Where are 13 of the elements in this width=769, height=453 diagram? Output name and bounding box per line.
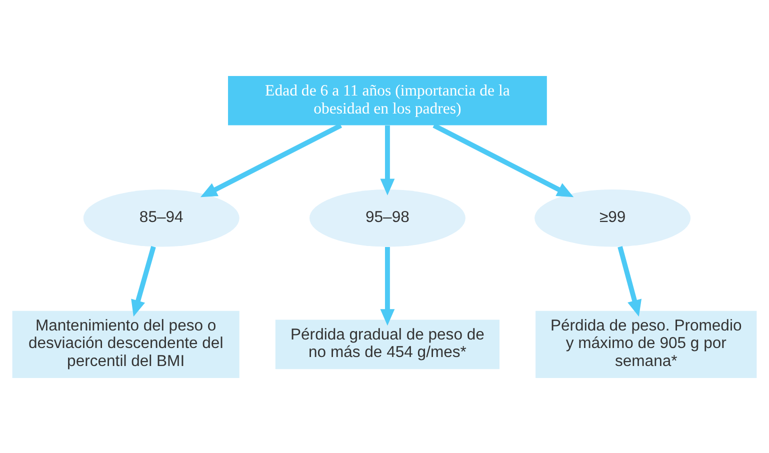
node-box: Edad de 6 a 11 años (importancia de la obesidad en los padres) (228, 75, 547, 125)
node-box: Pérdida de peso. Promedio y máximo de 905 g por semana* (536, 310, 757, 378)
node-ellipse: ≥99 (534, 188, 691, 246)
arrow (432, 122, 574, 197)
node-ellipse: 85–94 (83, 188, 240, 246)
arrow (618, 246, 642, 316)
arrow (380, 246, 395, 326)
node-box: Mantenimiento del peso o desviación descendente del percentil del BMI (12, 310, 240, 378)
node-ellipse: 95–98 (309, 188, 466, 246)
arrow (131, 246, 156, 316)
node-box: Pérdida gradual de peso de no más de 454 g/mes* (275, 319, 500, 369)
arrow (380, 125, 395, 195)
arrow (200, 122, 342, 197)
